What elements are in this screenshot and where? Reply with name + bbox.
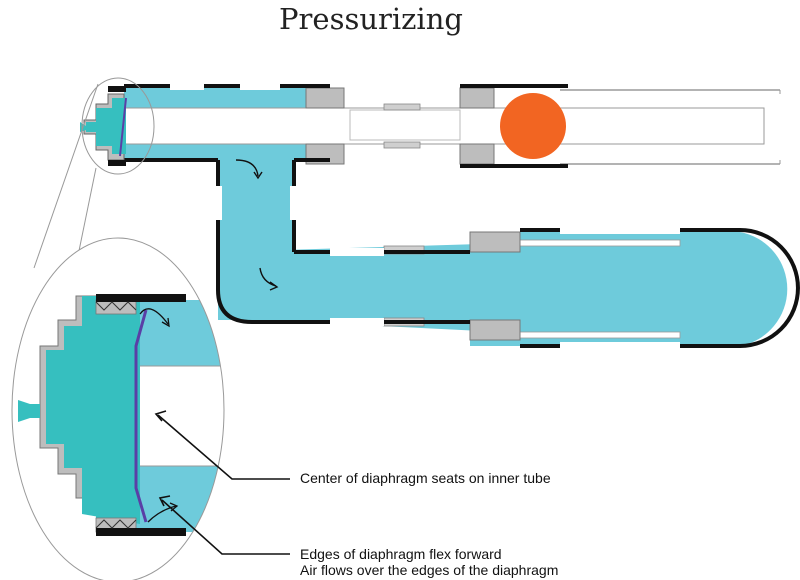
callout-edges-diaphragm: Edges of diaphragm flex forward Air flow… (300, 546, 558, 578)
flow-arrows (235, 159, 279, 291)
outer-walls (124, 84, 800, 348)
projectile-ball (500, 93, 566, 159)
zoom-marker (81, 77, 155, 175)
inner-tube-top (123, 89, 781, 165)
diaphragm-detail (12, 238, 224, 580)
wall-gaps (170, 82, 680, 350)
callout-leaders (154, 410, 290, 555)
diaphragm-small (80, 86, 127, 166)
inner-tube-bottom (300, 239, 681, 339)
callout-center-diaphragm: Center of diaphragm seats on inner tube (300, 470, 551, 486)
detail-boundary (11, 237, 225, 580)
callout-edges-line1: Edges of diaphragm flex forward (300, 546, 502, 562)
fittings (305, 87, 521, 341)
diagram-title: Pressurizing (279, 2, 463, 36)
callout-edges-line2: Air flows over the edges of the diaphrag… (300, 562, 559, 578)
